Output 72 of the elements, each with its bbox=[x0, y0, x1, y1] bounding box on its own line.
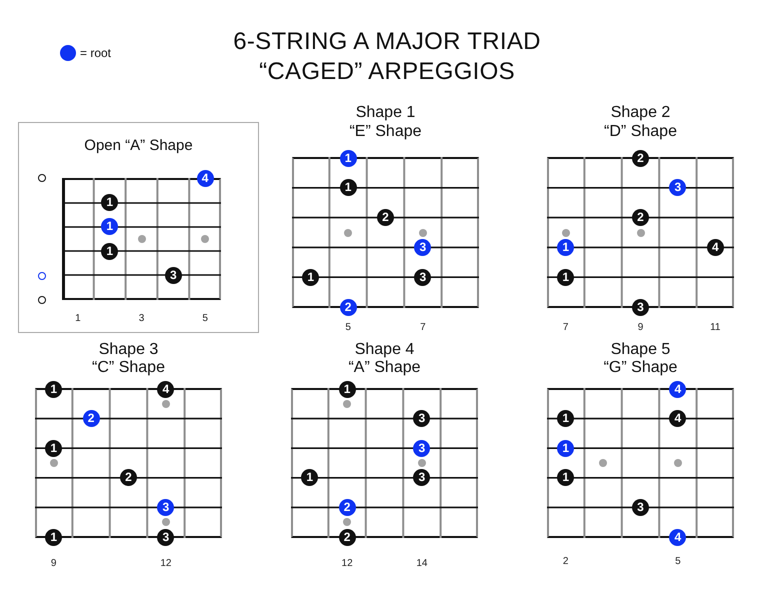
finger-dot: 3 bbox=[157, 528, 174, 546]
finger-dot: 2 bbox=[632, 209, 649, 226]
finger-dot: 1 bbox=[301, 469, 318, 486]
finger-dot: 2 bbox=[82, 410, 100, 428]
finger-dot: 3 bbox=[414, 238, 432, 256]
fret-number: 12 bbox=[160, 558, 172, 570]
finger-dot: 1 bbox=[302, 268, 320, 286]
finger-dot: 1 bbox=[557, 440, 574, 457]
panel-heading: Shape 5 bbox=[610, 340, 670, 358]
panel-heading: Shape 1 bbox=[356, 102, 416, 122]
panel-subheading: “G” Shape bbox=[604, 358, 678, 376]
panel-heading: Shape 3 bbox=[98, 340, 158, 358]
panel-heading: Shape 2 bbox=[610, 102, 670, 122]
finger-dot: 1 bbox=[45, 528, 62, 546]
finger-dot: 1 bbox=[101, 194, 118, 211]
finger-dot: 3 bbox=[413, 410, 430, 428]
fret-number: 7 bbox=[562, 322, 568, 334]
finger-dot: 4 bbox=[669, 380, 686, 398]
fret-number: 14 bbox=[416, 558, 428, 570]
fret-number: 7 bbox=[420, 322, 426, 334]
finger-dot: 1 bbox=[45, 380, 62, 398]
finger-dot: 2 bbox=[120, 469, 137, 486]
diagram-title: 6-STRING A MAJOR TRIAD “CAGED” ARPEGGIOS bbox=[232, 27, 542, 87]
panel-subheading: “E” Shape bbox=[349, 122, 422, 140]
finger-dot: 4 bbox=[196, 170, 214, 186]
open-string-circle bbox=[38, 296, 46, 304]
fret-number: 5 bbox=[345, 322, 351, 334]
panel-subheading: “C” Shape bbox=[92, 358, 165, 376]
panel-heading: Shape 4 bbox=[354, 340, 414, 358]
finger-dot: 1 bbox=[557, 469, 574, 486]
legend-text: = root bbox=[80, 45, 112, 61]
fret-number: 5 bbox=[675, 556, 681, 568]
finger-dot: 4 bbox=[669, 528, 686, 546]
fret-number: 9 bbox=[50, 558, 56, 570]
fret-number: 3 bbox=[138, 313, 144, 325]
finger-dot: 2 bbox=[338, 528, 356, 546]
finger-dot: 3 bbox=[632, 498, 649, 516]
panel-heading: Open “A” Shape bbox=[84, 137, 193, 155]
fret-number: 2 bbox=[562, 556, 568, 568]
finger-dot: 1 bbox=[557, 268, 574, 286]
finger-dot: 3 bbox=[157, 498, 174, 516]
finger-dot: 2 bbox=[632, 150, 649, 166]
diagram-card bbox=[18, 122, 259, 333]
open-string-circle bbox=[38, 272, 46, 280]
finger-dot: 3 bbox=[669, 179, 686, 196]
panel-subheading: “A” Shape bbox=[348, 358, 421, 376]
finger-dot: 2 bbox=[340, 298, 357, 316]
fret-number: 9 bbox=[638, 322, 644, 334]
fret-number: 11 bbox=[710, 322, 720, 334]
finger-dot: 4 bbox=[157, 380, 174, 398]
finger-dot: 1 bbox=[557, 410, 574, 428]
finger-dot: 1 bbox=[101, 218, 118, 236]
finger-dot: 4 bbox=[669, 410, 686, 428]
finger-dot: 1 bbox=[340, 150, 357, 166]
finger-dot: 4 bbox=[706, 238, 724, 256]
finger-dot: 1 bbox=[45, 440, 62, 457]
finger-dot: 1 bbox=[338, 380, 356, 398]
fret-number: 1 bbox=[75, 313, 81, 325]
fret-number: 5 bbox=[202, 313, 208, 325]
finger-dot: 3 bbox=[414, 268, 432, 286]
finger-dot: 3 bbox=[632, 298, 649, 316]
finger-dot: 3 bbox=[164, 267, 182, 284]
finger-dot: 1 bbox=[101, 242, 118, 260]
panel-subheading: “D” Shape bbox=[604, 122, 677, 140]
finger-dot: 1 bbox=[340, 179, 357, 196]
finger-dot: 2 bbox=[377, 209, 394, 226]
fret-number: 12 bbox=[342, 558, 353, 570]
open-string-circle bbox=[38, 174, 46, 182]
finger-dot: 1 bbox=[557, 238, 574, 256]
finger-dot: 2 bbox=[338, 498, 356, 516]
finger-dot: 3 bbox=[413, 440, 430, 457]
finger-dot: 3 bbox=[413, 469, 430, 486]
